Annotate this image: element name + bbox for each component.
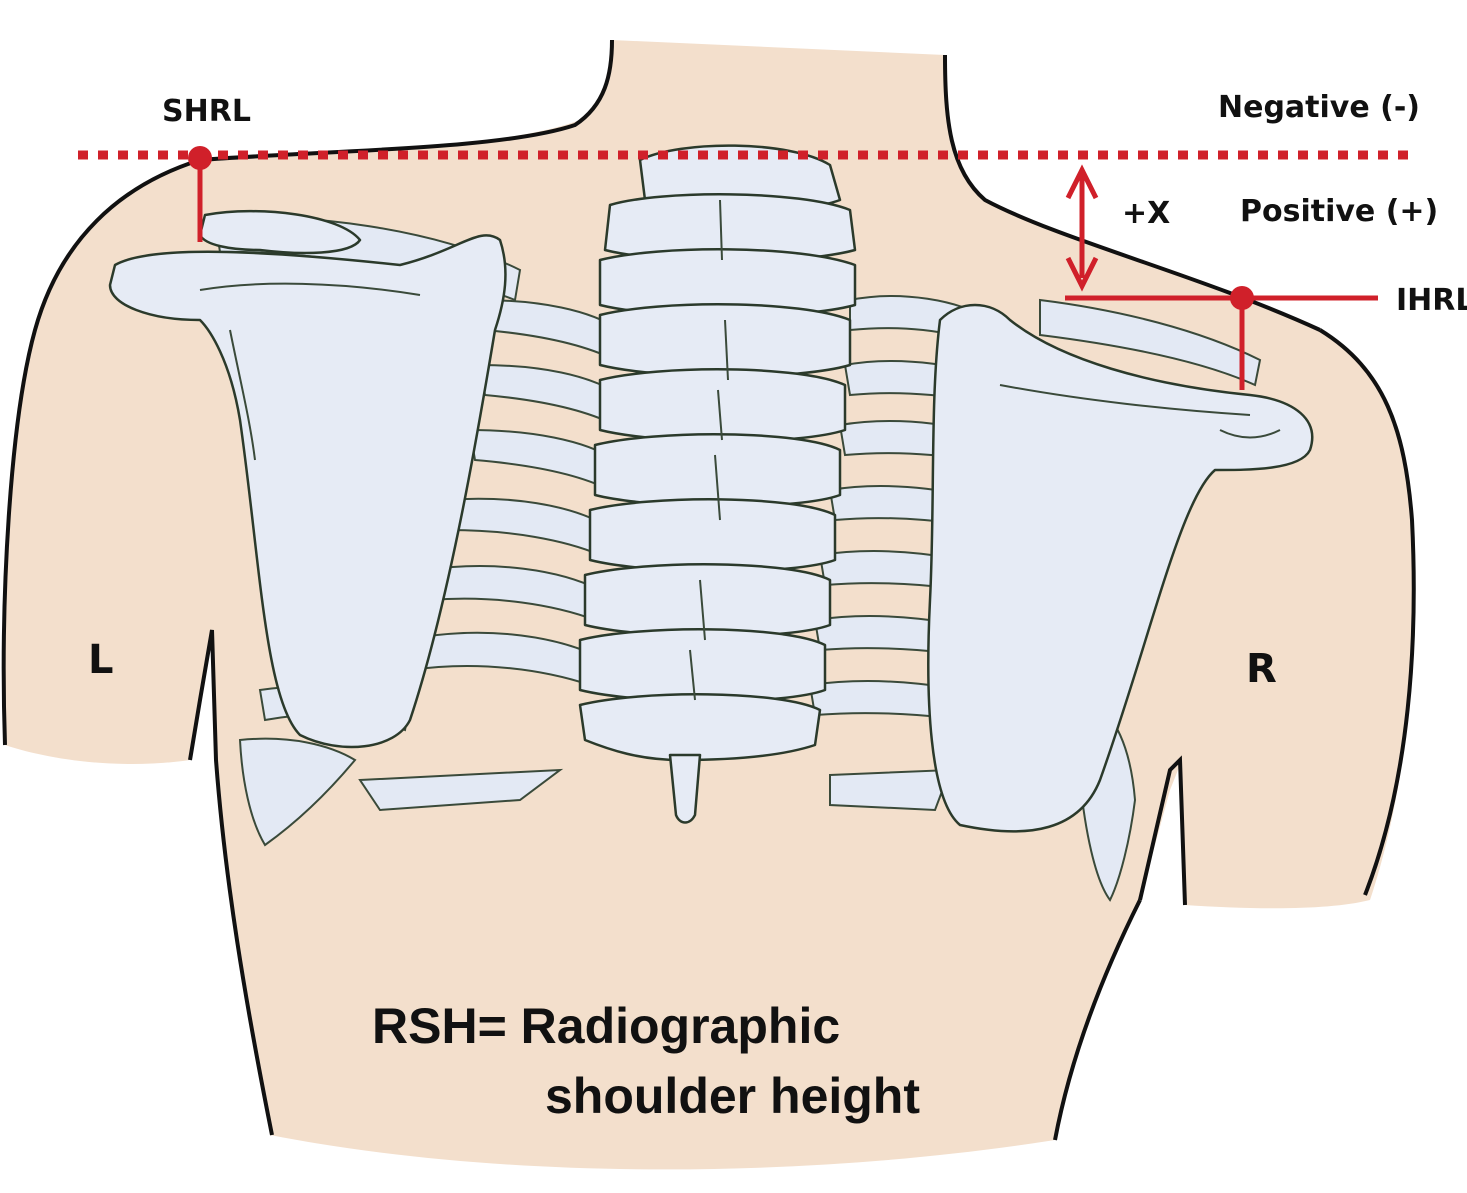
- shrl-point: [188, 146, 212, 170]
- ihrl-point: [1230, 286, 1254, 310]
- caption-line-1: RSH= Radiographic: [372, 998, 840, 1054]
- left-clavicle: [198, 209, 362, 255]
- left-shoulder-outline: [1, 158, 201, 746]
- double-arrow-icon: [1065, 164, 1099, 292]
- neck-right-outline: [943, 54, 1321, 332]
- left-side-label: L: [88, 637, 114, 683]
- plus-x-label: +X: [1122, 196, 1170, 231]
- right-shoulder-outline: [1318, 328, 1416, 896]
- ihrl-label: IHRL: [1396, 283, 1467, 318]
- right-flank-outline: [1053, 899, 1142, 1141]
- negative-label: Negative (-): [1218, 90, 1420, 125]
- right-scapula: [927, 303, 1314, 833]
- left-scapula: [108, 234, 507, 749]
- right-armpit-outline: [1138, 755, 1187, 906]
- shrl-label: SHRL: [162, 94, 251, 129]
- right-side-label: R: [1246, 646, 1277, 692]
- vertebral-column: [578, 144, 857, 824]
- left-armpit-outline: [188, 629, 274, 1136]
- caption-line-2: shoulder height: [545, 1068, 920, 1124]
- positive-label: Positive (+): [1240, 194, 1438, 229]
